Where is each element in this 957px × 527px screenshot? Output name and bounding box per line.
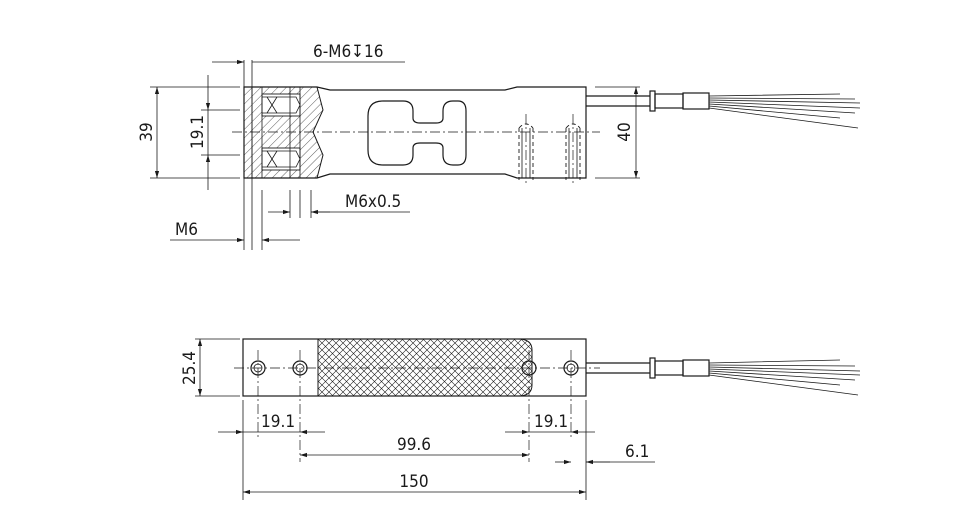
cable-top	[586, 357, 861, 396]
strain-cutout	[367, 100, 467, 166]
dim-hole-spacing: 19.1	[188, 115, 208, 149]
dim-bore-span: 99.6	[397, 435, 431, 455]
front-view: 39 19.1 40 6-M6↧16 M6x0.5 M6	[137, 42, 861, 250]
dim-height-left: 39	[137, 122, 157, 141]
top-view: 25.4 19.1 99.6 19.1 6.1 150	[180, 338, 861, 500]
dim-width: 25.4	[180, 351, 200, 385]
thread-note: 6-M6↧16	[313, 42, 383, 62]
right-threaded-holes	[518, 123, 581, 180]
dim-hole-pitch-right: 19.1	[534, 412, 568, 432]
dim-height-right: 40	[615, 122, 635, 141]
thread-m6: M6	[175, 220, 198, 240]
dim-hole-pitch-left: 19.1	[261, 412, 295, 432]
dim-end-offset: 6.1	[625, 442, 649, 462]
gauge-area	[317, 338, 533, 397]
side-thread: M6x0.5	[345, 192, 401, 212]
cable-front	[586, 90, 861, 129]
dim-overall-length: 150	[399, 472, 428, 492]
